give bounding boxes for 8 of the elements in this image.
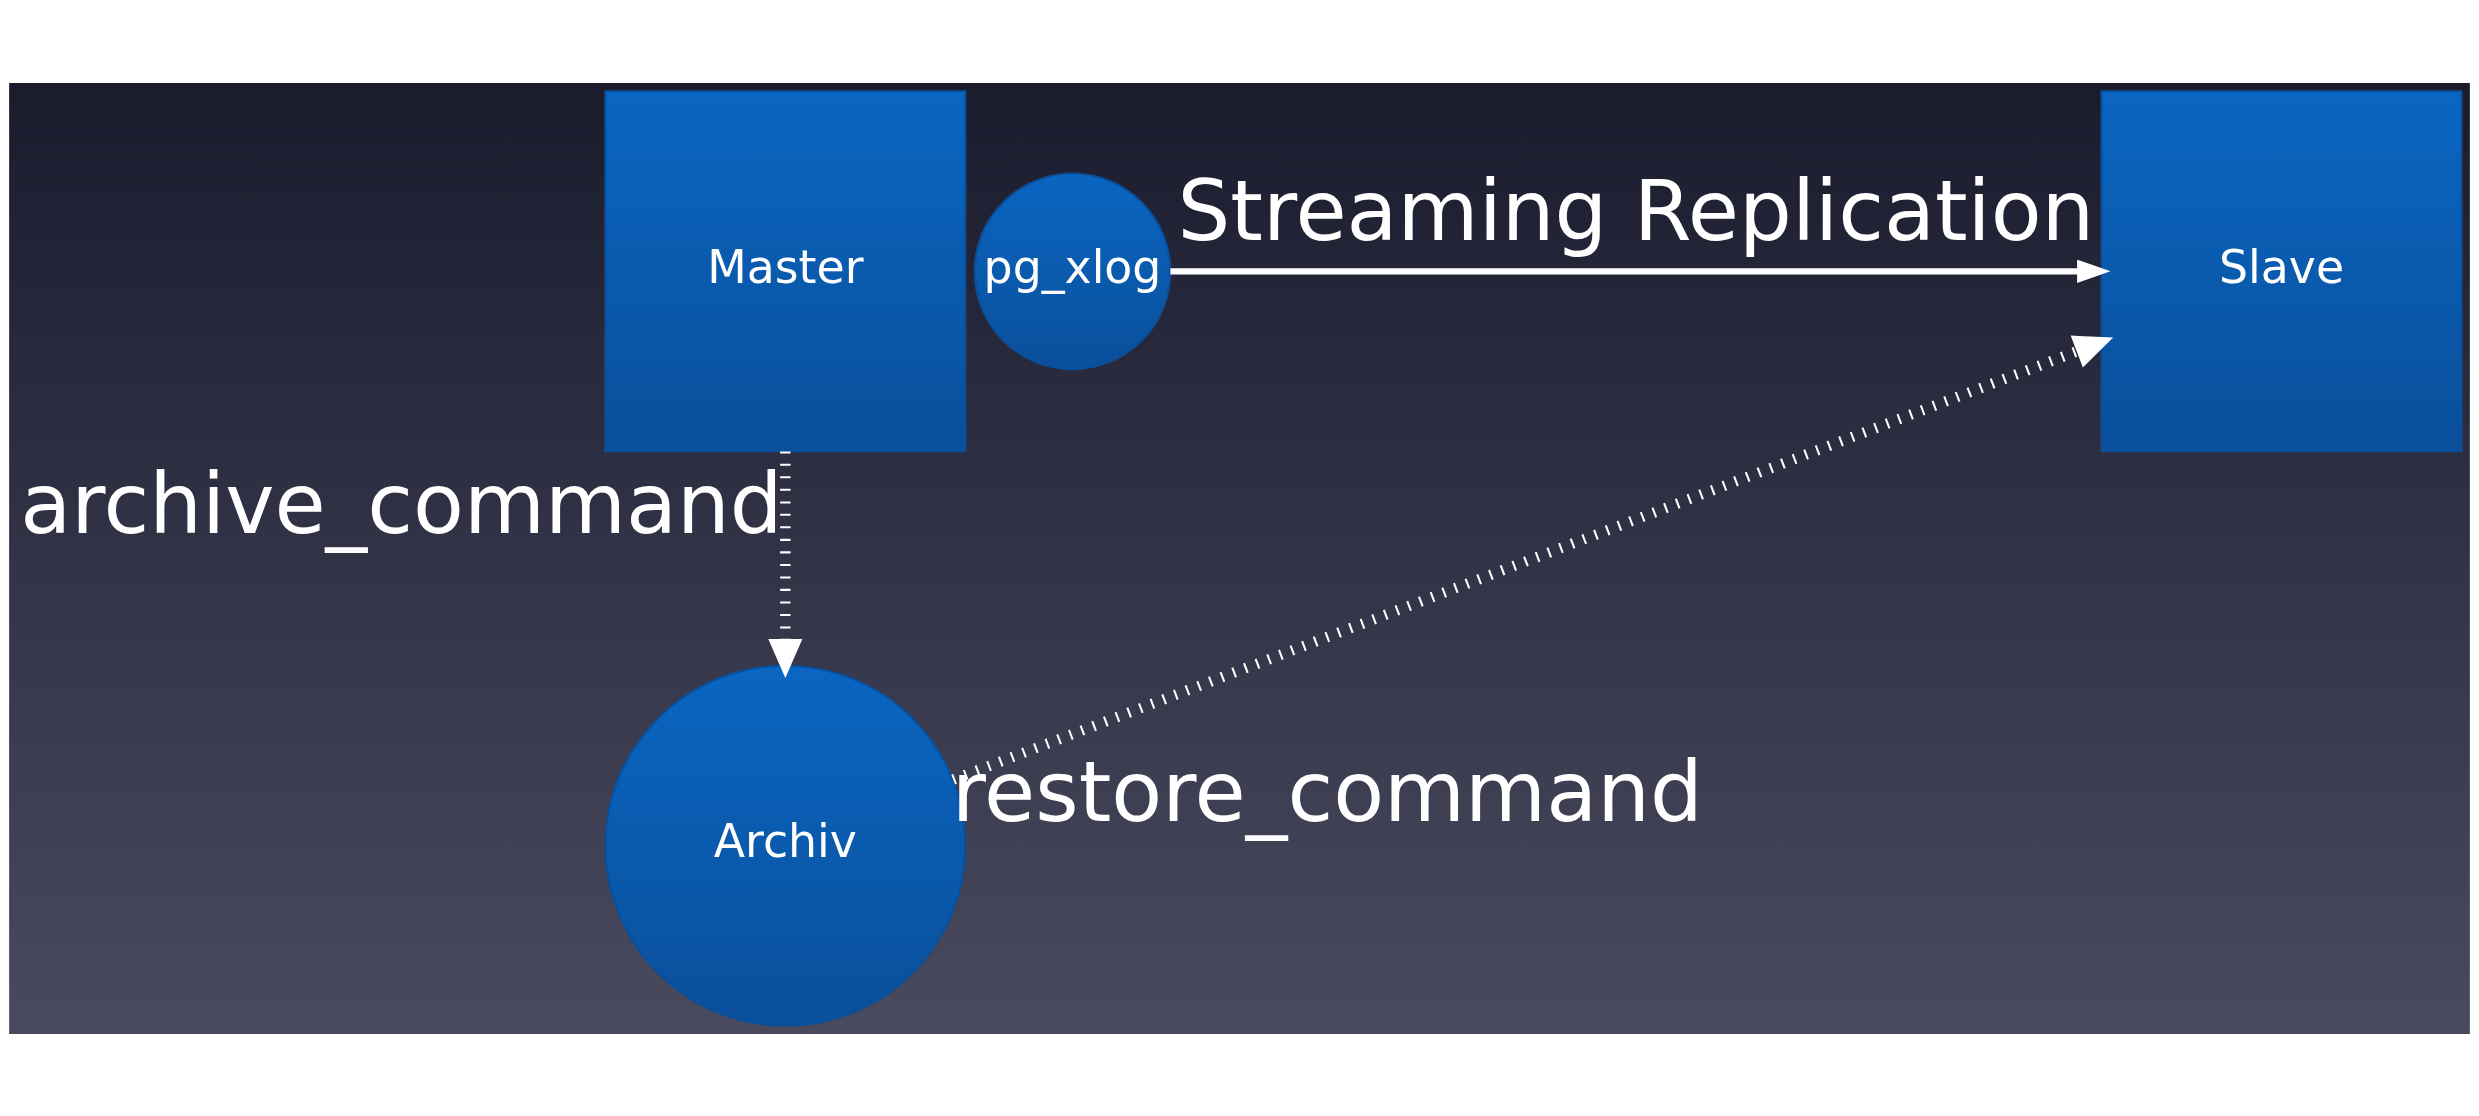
arrow (1170, 259, 2111, 283)
node-circle: pg_xlog (973, 172, 1172, 370)
node-box: Master (604, 89, 967, 452)
edge-label: Streaming Replication (1177, 162, 2095, 260)
arrow (768, 451, 803, 678)
arrow (951, 335, 2114, 784)
edge-label: archive_command (20, 455, 783, 553)
node-box: Slave (2100, 89, 2463, 452)
